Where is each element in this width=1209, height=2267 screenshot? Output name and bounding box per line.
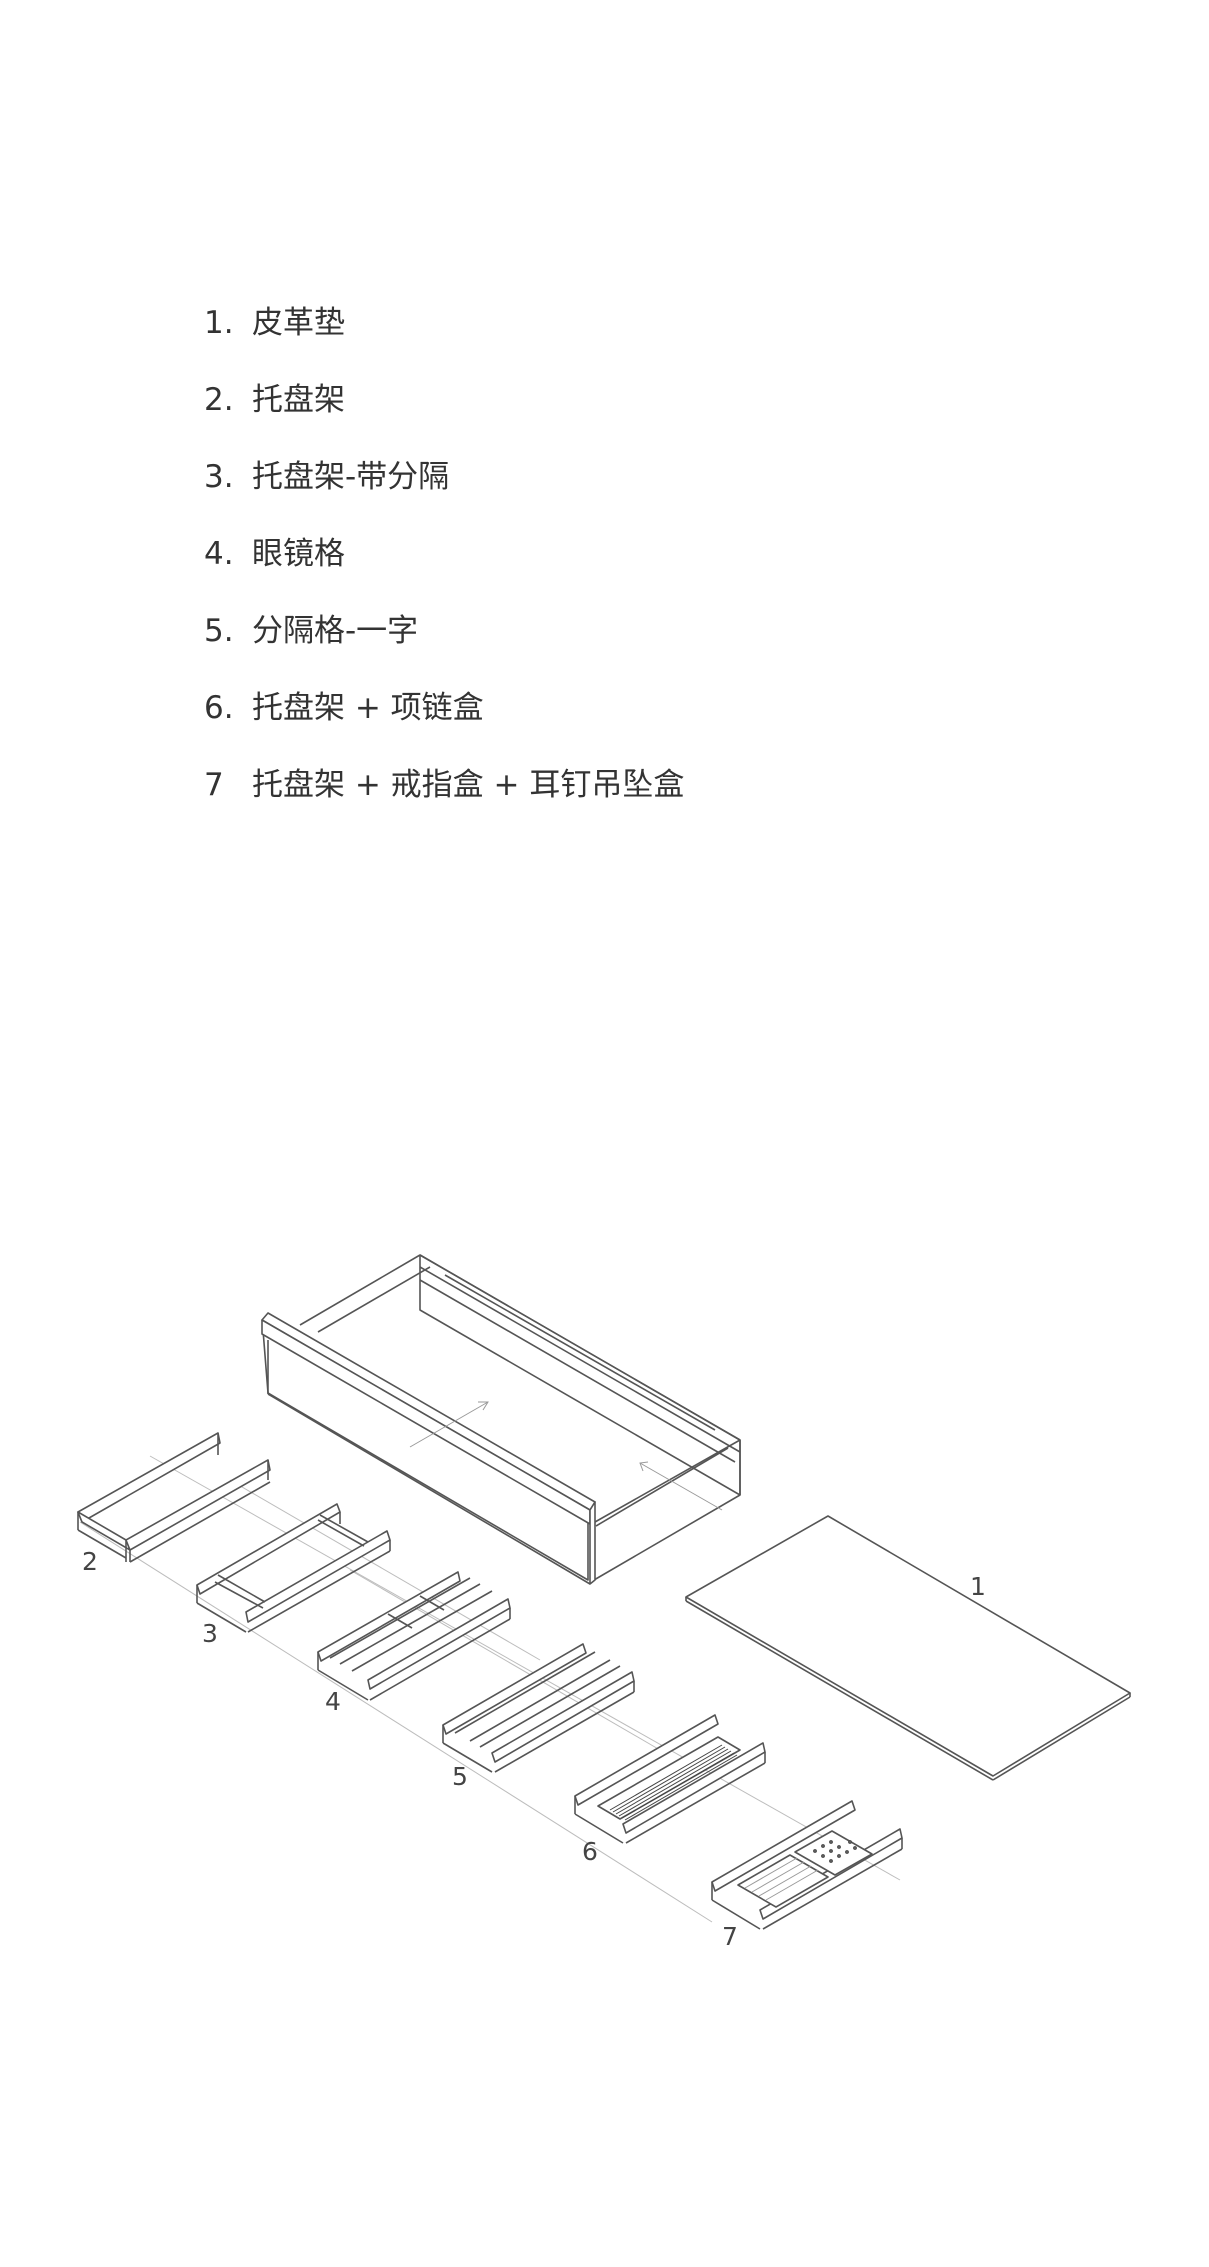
legend-list: 1. 皮革垫 2. 托盘架 3. 托盘架-带分隔 4. 眼镜格 5. 分隔格-一… [204, 285, 684, 824]
callout-label-glasses-compartment: 4 [325, 1687, 341, 1716]
tray-ring-earring-box: 7 [711, 1800, 903, 1951]
divider-straight: 5 [442, 1643, 635, 1791]
legend-item-tray-necklace-box: 6. 托盘架 + 项链盒 [204, 670, 684, 747]
legend-number: 5. [204, 613, 234, 649]
legend-item-glasses-compartment: 4. 眼镜格 [204, 516, 684, 593]
legend-label: 托盘架 + 项链盒 [252, 690, 484, 726]
tray-necklace-box: 6 [574, 1714, 766, 1866]
legend-label: 托盘架-带分隔 [252, 459, 450, 495]
necklace-hooks [609, 1744, 738, 1821]
legend-item-tray-rack-divided: 3. 托盘架-带分隔 [204, 439, 684, 516]
legend-number: 6. [204, 690, 234, 726]
tray-rack: 2 [77, 1432, 271, 1576]
legend-number: 3. [204, 459, 234, 495]
legend-label: 托盘架 [252, 382, 345, 418]
callout-label-tray-rack: 2 [82, 1547, 98, 1576]
callout-label-tray-rack-divided: 3 [202, 1619, 218, 1648]
legend-item-divider-straight: 5. 分隔格-一字 [204, 593, 684, 670]
callout-label-divider-straight: 5 [452, 1762, 468, 1791]
legend-number: 4. [204, 536, 234, 572]
legend-label: 眼镜格 [252, 536, 345, 572]
legend-label: 托盘架 + 戒指盒 + 耳钉吊坠盒 [252, 767, 685, 803]
earring-holes [813, 1840, 857, 1863]
legend-number: 2. [204, 382, 234, 418]
callout-label-leather-pad: 1 [970, 1572, 986, 1601]
glasses-compartment: 4 [317, 1571, 511, 1716]
tray-rack-divided: 3 [196, 1503, 391, 1648]
legend-number: 7 [204, 767, 224, 803]
legend-number: 1. [204, 305, 234, 341]
callout-label-tray-ring-earring-box: 7 [722, 1922, 738, 1951]
legend-item-tray-ring-earring-box: 7 托盘架 + 戒指盒 + 耳钉吊坠盒 [204, 747, 684, 824]
ring-slots [744, 1857, 819, 1901]
callout-label-tray-necklace-box: 6 [582, 1837, 598, 1866]
legend-item-tray-rack: 2. 托盘架 [204, 362, 684, 439]
legend-item-leather-pad: 1. 皮革垫 [204, 285, 684, 362]
drawer [261, 1254, 741, 1585]
assembly-guide-lines [79, 1455, 901, 1923]
legend-label: 分隔格-一字 [252, 613, 419, 649]
legend-label: 皮革垫 [252, 305, 345, 341]
leather-pad: 1 [685, 1515, 1131, 1781]
